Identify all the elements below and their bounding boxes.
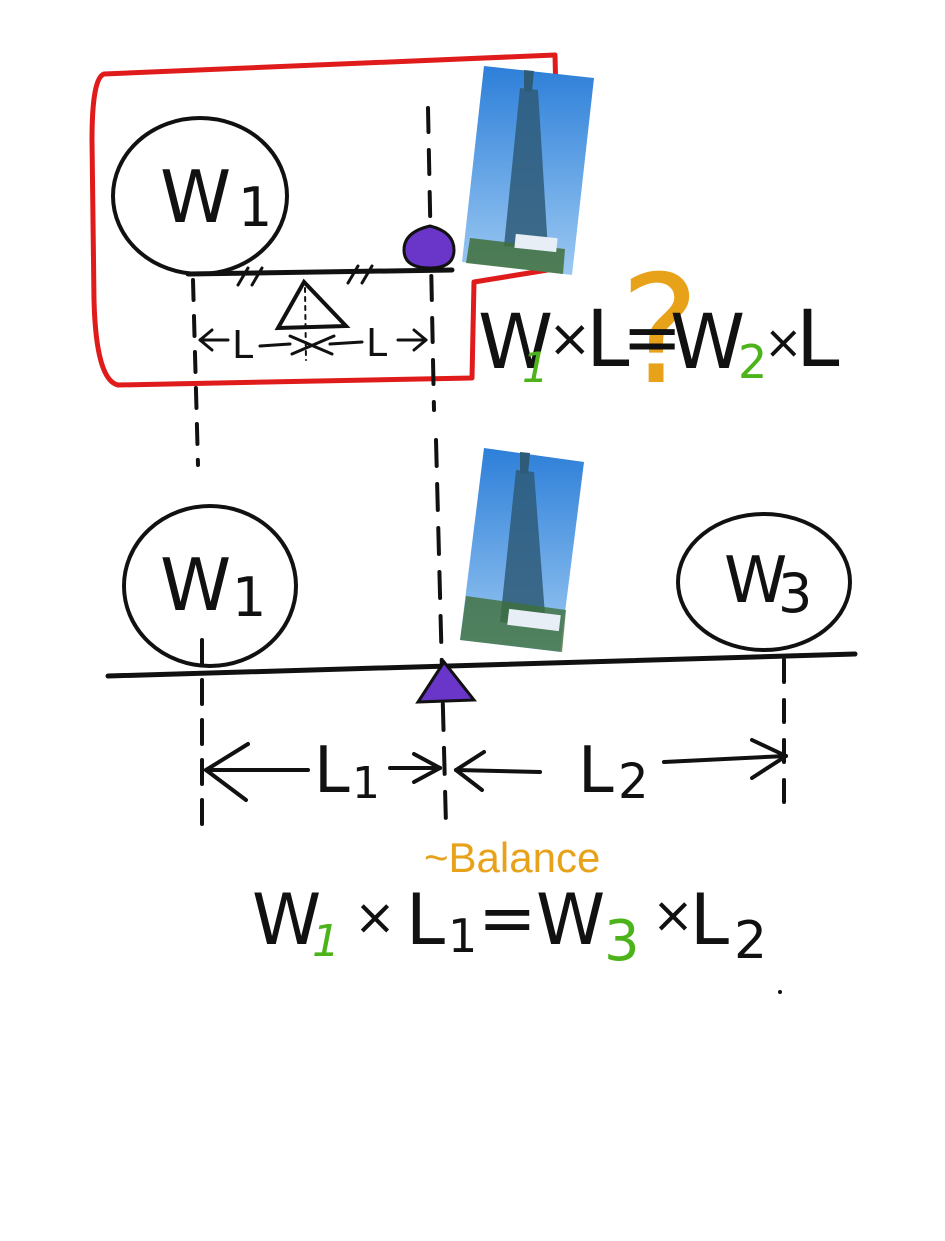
equal-length-marks xyxy=(236,264,374,287)
top-arm-arrows xyxy=(198,328,428,356)
top-left-arm-label: L xyxy=(232,323,253,367)
svg-text:1: 1 xyxy=(312,916,340,967)
top-equation: W 1 × L = W 2 × L xyxy=(478,295,840,392)
top-beam xyxy=(185,267,455,277)
bottom-weight-w3 xyxy=(676,512,852,652)
l2-arrow xyxy=(454,738,788,792)
svg-text:=: = xyxy=(622,295,682,379)
bottom-beam xyxy=(105,651,858,679)
top-left-dashed-line xyxy=(191,278,200,467)
bottom-weight-w3-sub: 3 xyxy=(778,562,812,625)
tower-photo xyxy=(462,66,594,275)
svg-text:2: 2 xyxy=(734,911,767,971)
svg-text:1: 1 xyxy=(522,343,549,392)
l2-label: L xyxy=(578,734,614,808)
svg-text:=: = xyxy=(478,877,537,959)
svg-text:L: L xyxy=(796,295,840,385)
stray-dot xyxy=(778,990,782,994)
svg-text:1: 1 xyxy=(448,909,477,963)
svg-text:W: W xyxy=(536,879,605,961)
top-weight-w1-sub: 1 xyxy=(238,176,272,239)
highlight-box xyxy=(89,52,563,388)
tower-photo-bottom xyxy=(460,448,584,652)
bottom-equation: W 1 × L 1 = W 3 × L 2 xyxy=(252,877,767,974)
top-right-arm-label: L xyxy=(366,321,387,365)
fulcrum-triangle-icon xyxy=(274,278,351,331)
bottom-center-dashed-line xyxy=(434,438,448,828)
svg-text:W: W xyxy=(478,297,553,386)
svg-text:L: L xyxy=(690,879,729,961)
l1-sub: 1 xyxy=(352,758,380,809)
purple-weight-icon xyxy=(402,224,456,270)
top-weight-w1-letter: W xyxy=(160,155,231,239)
balance-label: ~Balance xyxy=(424,834,600,881)
bottom-fulcrum-icon xyxy=(415,659,478,704)
svg-text:3: 3 xyxy=(604,909,640,974)
svg-text:×: × xyxy=(764,315,803,369)
svg-text:L: L xyxy=(586,295,630,385)
l1-label: L xyxy=(314,734,350,808)
svg-text:2: 2 xyxy=(738,335,767,389)
svg-text:×: × xyxy=(548,309,592,369)
bottom-weight-w1 xyxy=(122,504,298,668)
question-mark: ? xyxy=(620,244,700,418)
l1-arrow xyxy=(204,742,442,802)
svg-text:×: × xyxy=(652,886,694,944)
svg-text:×: × xyxy=(354,888,396,946)
bottom-weight-w1-sub: 1 xyxy=(232,566,266,629)
svg-text:L: L xyxy=(406,879,445,961)
bottom-weight-w1-letter: W xyxy=(160,543,231,627)
l2-sub: 2 xyxy=(618,754,649,810)
svg-text:W: W xyxy=(670,297,745,386)
svg-text:W: W xyxy=(252,879,321,961)
bottom-weight-w3-letter: W xyxy=(724,544,787,618)
